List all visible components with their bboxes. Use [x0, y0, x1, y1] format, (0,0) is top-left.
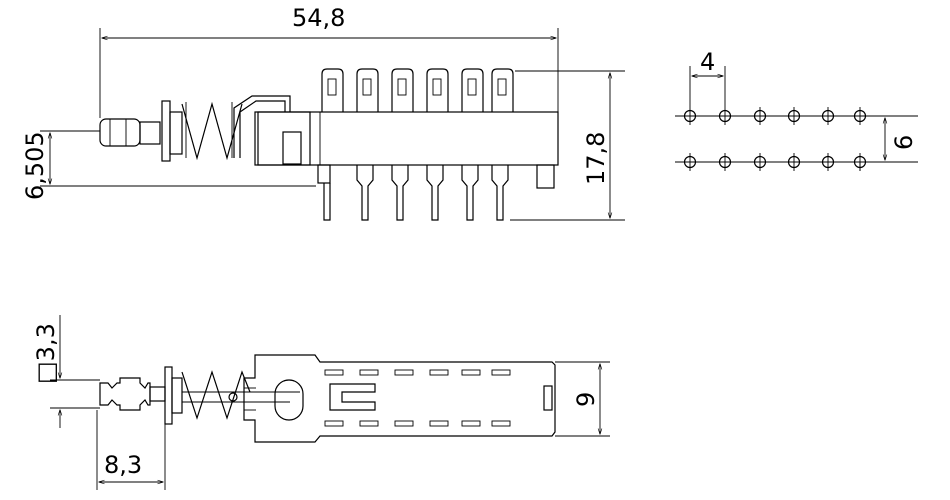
pad-row-bottom	[683, 153, 867, 171]
offset-label: 6,505	[21, 131, 49, 200]
height-label: 17,8	[582, 132, 610, 185]
spring-top	[181, 370, 251, 420]
shaft-length-label: 8,3	[104, 451, 142, 479]
bottom-pins	[317, 164, 555, 221]
pad-row-top	[683, 107, 867, 125]
contact-slots	[324, 369, 511, 427]
plunger-shaft	[99, 118, 141, 147]
spring	[181, 101, 243, 161]
flange	[161, 100, 171, 162]
switch-body	[254, 111, 559, 166]
overall-length-label: 54,8	[292, 4, 345, 32]
dimension-body-width: 9	[555, 361, 610, 437]
dimension-offset: 6,505	[21, 130, 316, 200]
top-view	[99, 354, 556, 443]
pcb-footprint: 4 6	[675, 48, 918, 171]
shaft-square-label: □3,3	[32, 323, 60, 384]
top-terminals	[321, 68, 514, 112]
dimension-shaft-square: □3,3	[32, 315, 100, 428]
body-width-label: 9	[572, 392, 600, 407]
side-view	[99, 68, 559, 221]
pin-pitch-label: 4	[700, 48, 715, 76]
switch-body-top	[243, 354, 556, 443]
dimension-shaft-length: 8,3	[96, 410, 166, 490]
shaft-tip	[99, 377, 151, 411]
row-spacing-label: 6	[890, 135, 918, 150]
dimension-height: 17,8	[510, 70, 625, 221]
dimension-overall-length: 54,8	[99, 4, 559, 118]
